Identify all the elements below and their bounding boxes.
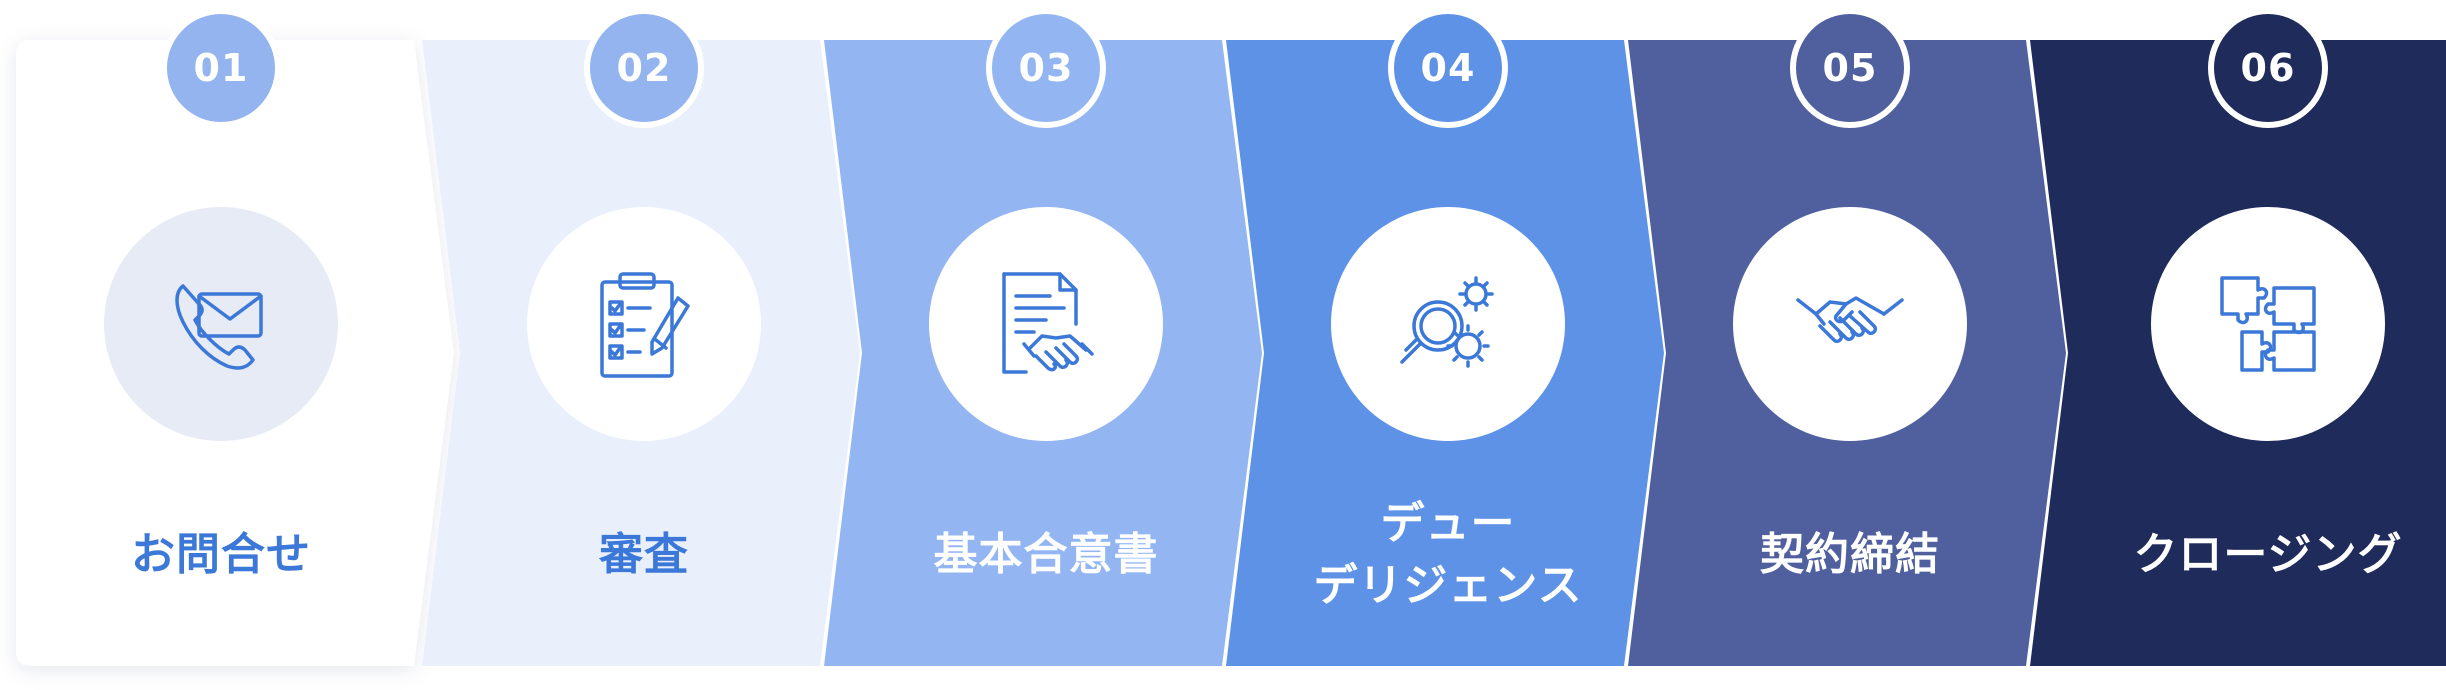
step-3-label-line: 基本合意書 xyxy=(933,529,1159,580)
step-1-icon-circle xyxy=(104,207,338,441)
magnifier-gears-icon xyxy=(1400,276,1494,368)
step-3: 03 基本合意書 xyxy=(824,8,1262,666)
step-4-number-badge: 04 xyxy=(1388,8,1508,128)
step-4-label-line-1: デュー xyxy=(1380,498,1516,549)
step-5-label-line: 契約締結 xyxy=(1760,529,1940,580)
step-4-label-line-2: デリジェンス xyxy=(1313,560,1583,611)
step-5: 05 契約締結 xyxy=(1628,8,2066,666)
step-3-label: 基本合意書 xyxy=(856,480,1236,630)
step-1-label-line: お問合せ xyxy=(131,529,311,580)
step-2-icon-circle xyxy=(527,207,761,441)
step-2-number-badge: 02 xyxy=(584,8,704,128)
step-5-icon-circle xyxy=(1733,207,1967,441)
step-4-label: デュー デリジェンス xyxy=(1258,480,1638,630)
document-handshake-icon xyxy=(1002,272,1094,374)
step-2-label-line: 審査 xyxy=(599,529,689,580)
puzzle-icon xyxy=(2220,276,2316,372)
step-6: 06 クロージング xyxy=(2030,8,2446,666)
step-3-icon-circle xyxy=(929,207,1163,441)
step-6-number-badge: 06 xyxy=(2208,8,2328,128)
phone-mail-icon xyxy=(175,284,263,370)
step-1: 01 お問合せ xyxy=(16,8,454,666)
step-5-label: 契約締結 xyxy=(1660,480,2040,630)
step-1-number-badge: 01 xyxy=(161,8,281,128)
step-6-label-line: クロージング xyxy=(2133,529,2403,580)
handshake-icon xyxy=(1796,296,1904,344)
step-2-label: 審査 xyxy=(454,480,834,630)
step-4-icon-circle xyxy=(1331,207,1565,441)
step-2: 02 審査 xyxy=(422,8,860,666)
step-4: 04 デュー デリジェンス xyxy=(1226,8,1664,666)
step-6-icon-circle xyxy=(2151,207,2385,441)
step-3-number-badge: 03 xyxy=(986,8,1106,128)
step-5-number-badge: 05 xyxy=(1790,8,1910,128)
step-1-label: お問合せ xyxy=(31,480,411,630)
step-6-label: クロージング xyxy=(2078,480,2446,630)
clipboard-checklist-icon xyxy=(600,272,690,378)
